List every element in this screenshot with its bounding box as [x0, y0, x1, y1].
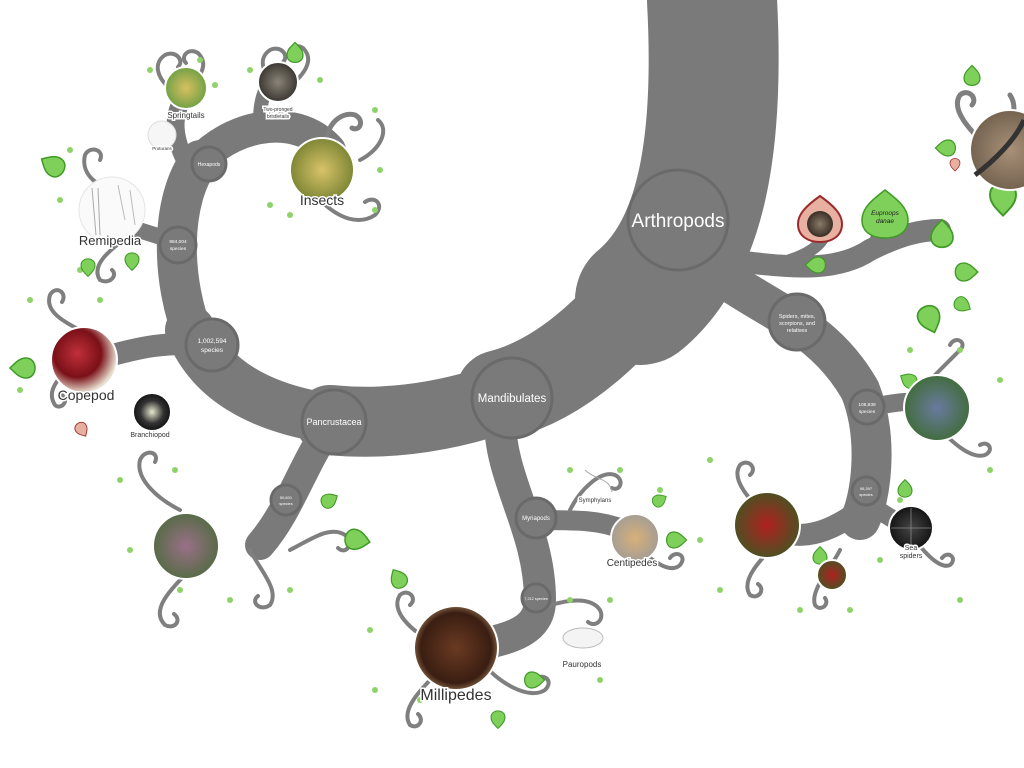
group-proturans[interactable]: Proturans	[147, 120, 177, 153]
branchiopod-label: Branchiopod	[130, 432, 169, 439]
group-pauropods[interactable]: Pauropods	[561, 627, 604, 671]
crustacean-count-number: 50,601	[280, 495, 293, 500]
fossil-photo-large	[969, 109, 1024, 191]
fossil-leaf[interactable]	[796, 194, 844, 244]
node-pancrustacea-count[interactable]: 1,002,594 species	[184, 317, 240, 373]
group-fossil-eurypterid[interactable]	[969, 109, 1024, 191]
millipedes-label: Millipedes	[420, 687, 491, 704]
springtails-photo	[164, 66, 208, 110]
symphylans-drawing	[584, 469, 613, 493]
group-symphylans[interactable]: Symphylans	[577, 469, 613, 506]
arachnid-count-number: 98,397	[860, 486, 873, 491]
sea-spiders-label-line2: spiders	[900, 553, 923, 560]
mandibulates-label: Mandibulates	[478, 393, 547, 405]
group-springtails[interactable]: Springtails	[164, 66, 208, 122]
node-arthropods[interactable]: Arthropods	[626, 168, 730, 272]
node-myriapods-count[interactable]: 7,212 species	[520, 582, 552, 614]
hexapods-count-number: 984,004	[169, 239, 187, 245]
node-crustacean-count[interactable]: 50,601 species	[269, 483, 303, 517]
mites-photo	[733, 491, 801, 559]
group-insects[interactable]: Insects	[289, 137, 355, 210]
proturans-label: Proturans	[152, 146, 172, 151]
crustacean-photo	[152, 512, 220, 580]
centipedes-label: Centipedes	[607, 558, 658, 569]
copepod-label: Copepod	[58, 387, 115, 403]
symphylans-label: Symphylans	[579, 498, 612, 504]
proturans-drawing	[147, 120, 177, 150]
euproops-label-line1: Euproops	[871, 210, 900, 217]
bristletails-label-line1: Two-pronged	[263, 107, 292, 113]
hexapods-label: Hexapods	[198, 162, 221, 168]
pauropods-label: Pauropods	[563, 660, 602, 669]
group-two-pronged-bristletails[interactable]: Two-pronged bristletails	[257, 61, 299, 122]
millipedes-photo	[413, 605, 499, 691]
group-crustacean[interactable]	[152, 512, 220, 580]
insects-photo	[289, 137, 355, 203]
spiders-photo	[903, 374, 971, 442]
chelicerates-label-line2: scorpions, and	[779, 321, 815, 327]
pancrustacea-count-unit: species	[201, 347, 224, 354]
arachnid-count-unit: species	[859, 492, 873, 497]
copepod-photo	[50, 326, 118, 394]
pancrustacea-count-number: 1,002,594	[198, 338, 227, 345]
crustacean-count-unit: species	[279, 501, 293, 506]
fossil-photo	[807, 211, 833, 237]
group-centipedes[interactable]: Centipedes	[605, 513, 660, 571]
myriapods-count-label: 7,212 species	[524, 597, 548, 601]
group-spiders[interactable]	[903, 374, 971, 442]
node-chelicerates-count[interactable]: 108,839 species	[848, 388, 886, 426]
group-millipedes[interactable]: Millipedes	[413, 605, 499, 706]
group-small-arachnid[interactable]	[816, 559, 848, 591]
node-myriapods[interactable]: Myriapods	[514, 496, 558, 540]
insects-label: Insects	[300, 192, 344, 208]
chelicerates-label-line3: relatives	[787, 328, 808, 334]
node-hexapods-count[interactable]: 984,004 species	[158, 225, 198, 265]
pancrustacea-label: Pancrustacea	[306, 417, 361, 427]
branchiopod-photo	[132, 392, 172, 432]
node-hexapods[interactable]: Hexapods	[190, 145, 228, 183]
chelicerates-label-line1: Spiders, mites,	[779, 314, 816, 320]
group-sea-spiders[interactable]: Sea spiders	[888, 505, 934, 562]
remipedia-label: Remipedia	[79, 233, 142, 248]
hexapods-count-unit: species	[170, 246, 187, 252]
euproops-leaf[interactable]: Euproops danae	[861, 189, 909, 239]
euproops-label-line2: danae	[876, 218, 894, 225]
chelicerates-count-unit: species	[859, 409, 876, 415]
node-chelicerates[interactable]: Spiders, mites, scorpions, and relatives	[767, 292, 827, 352]
myriapods-label: Myriapods	[522, 516, 550, 522]
small-arachnid-photo	[816, 559, 848, 591]
sea-spiders-label-line1: Sea	[905, 545, 918, 552]
chelicerates-count-number: 108,839	[858, 402, 876, 408]
node-pancrustacea[interactable]: Pancrustacea	[300, 388, 368, 456]
group-branchiopod[interactable]: Branchiopod	[129, 392, 172, 441]
centipedes-photo	[610, 513, 660, 563]
group-copepod[interactable]: Copepod	[50, 326, 118, 405]
node-mandibulates[interactable]: Mandibulates	[470, 356, 554, 440]
twig-spirals	[47, 44, 1017, 729]
node-arachnid-count[interactable]: 98,397 species	[850, 475, 882, 507]
bristletails-photo	[257, 61, 299, 103]
group-mites[interactable]	[733, 491, 801, 559]
springtails-label: Springtails	[167, 111, 204, 120]
tiny-leaves	[17, 52, 1003, 703]
bristletails-label-line2: bristletails	[267, 114, 290, 120]
group-remipedia[interactable]: Remipedia	[77, 176, 146, 250]
arthropods-label: Arthropods	[632, 211, 725, 232]
pauropods-drawing	[562, 627, 604, 649]
